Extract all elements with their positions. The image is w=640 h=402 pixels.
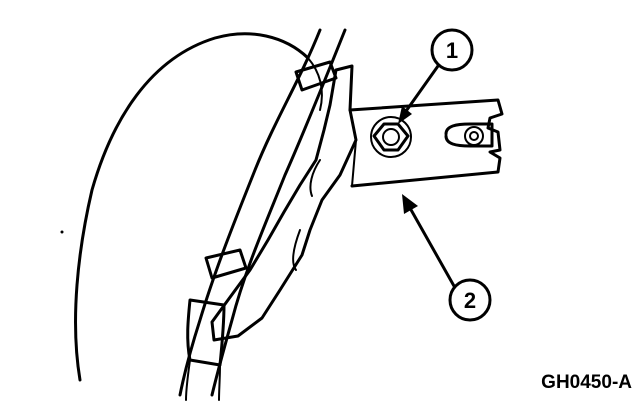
speck bbox=[60, 230, 64, 234]
callout-2-number: 2 bbox=[464, 288, 476, 313]
bracket-inner-notch bbox=[292, 159, 321, 271]
nut-washer bbox=[370, 116, 412, 158]
body-outline bbox=[74, 32, 310, 382]
hose-bottom bbox=[185, 359, 221, 401]
upper-clamp bbox=[294, 60, 338, 92]
callout-2-circle bbox=[448, 278, 492, 322]
slot-fastener-inner bbox=[469, 131, 479, 141]
callout-1-number: 1 bbox=[446, 38, 458, 63]
figure-code: GH0450-A bbox=[541, 372, 632, 393]
hex-nut-inner bbox=[382, 128, 400, 146]
bracket-body bbox=[210, 64, 358, 342]
lower-clamp bbox=[204, 248, 248, 280]
body-inner-curve bbox=[307, 57, 323, 111]
hose-sleeve bbox=[186, 298, 226, 367]
callout-2-leader bbox=[408, 206, 456, 288]
callout-1-circle bbox=[430, 28, 474, 72]
callout-1-arrowhead bbox=[398, 106, 412, 124]
strap-arm bbox=[348, 98, 504, 188]
strap-slot bbox=[444, 122, 494, 148]
tube-left-edge bbox=[178, 28, 322, 397]
hex-nut bbox=[372, 122, 410, 152]
callout-1-leader bbox=[402, 64, 440, 116]
slot-fastener-outer bbox=[464, 126, 484, 146]
tube-right-edge bbox=[210, 28, 347, 397]
strap-edge bbox=[351, 139, 357, 187]
callout-2-arrowhead bbox=[402, 194, 418, 214]
